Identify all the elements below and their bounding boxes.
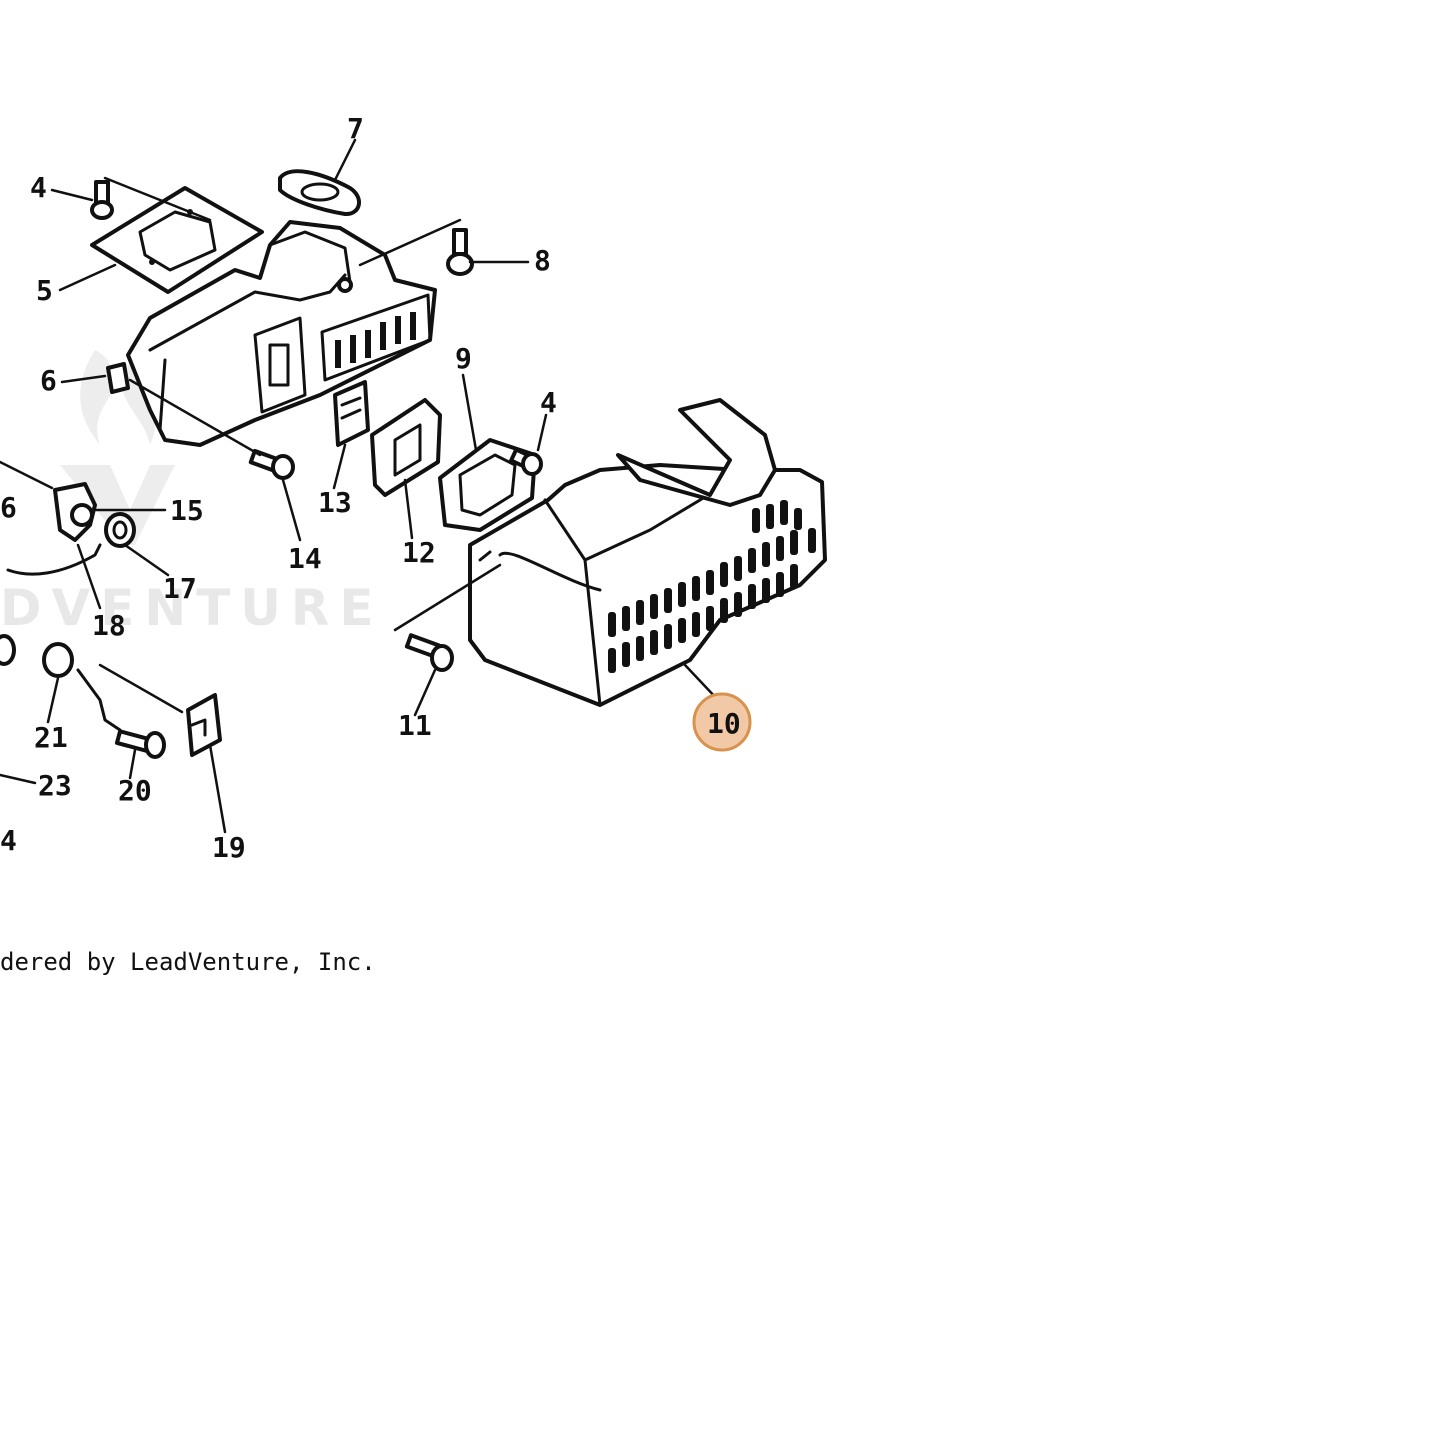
highlight-ring <box>692 692 752 752</box>
callout-17[interactable]: 17 <box>163 572 197 605</box>
callout-16-partial[interactable]: 6 <box>0 491 17 524</box>
callout-24-partial[interactable]: 4 <box>0 824 17 857</box>
callout-12[interactable]: 12 <box>402 536 436 569</box>
callout-9[interactable]: 9 <box>455 342 472 375</box>
callout-14[interactable]: 14 <box>288 542 322 575</box>
callout-5[interactable]: 5 <box>36 274 53 307</box>
callout-4[interactable]: 4 <box>30 171 47 204</box>
lv-logo-icon <box>60 465 175 545</box>
guard-vent-slots <box>608 500 816 673</box>
gasket-plate[interactable] <box>90 186 264 294</box>
callout-15[interactable]: 15 <box>170 494 204 527</box>
callout-10[interactable]: 10 <box>707 707 741 740</box>
callout-7[interactable]: 7 <box>347 112 364 145</box>
bolt-center[interactable] <box>509 447 543 476</box>
flange-gasket[interactable] <box>278 169 361 216</box>
square-gasket[interactable] <box>370 398 442 497</box>
callout-19[interactable]: 19 <box>212 831 246 864</box>
grommet-21[interactable] <box>42 642 74 678</box>
bolt-top-left[interactable] <box>90 180 114 220</box>
bracket-19[interactable] <box>186 693 222 757</box>
callout-20[interactable]: 20 <box>118 774 152 807</box>
callout-4-right[interactable]: 4 <box>540 386 557 419</box>
leader-lines <box>0 138 720 834</box>
bolt-lower-muffler[interactable] <box>248 448 295 480</box>
bolt-right[interactable] <box>446 228 474 276</box>
muffler-body[interactable] <box>106 220 437 447</box>
callout-8[interactable]: 8 <box>534 244 551 277</box>
callout-18[interactable]: 18 <box>92 609 126 642</box>
muffler-guard[interactable] <box>468 398 827 707</box>
callout-13[interactable]: 13 <box>318 486 352 519</box>
elbow-fitting[interactable] <box>53 482 97 542</box>
bolt-guard[interactable] <box>404 633 454 672</box>
callout-23[interactable]: 23 <box>38 769 72 802</box>
grommet-17[interactable] <box>104 512 136 548</box>
callout-11[interactable]: 11 <box>398 709 432 742</box>
watermark-text: DVENTURE <box>0 579 384 637</box>
grommet-left-edge[interactable] <box>0 634 16 666</box>
watermark: DVENTURE <box>0 350 384 637</box>
small-plate[interactable] <box>333 380 370 447</box>
bolt-20[interactable] <box>76 668 166 759</box>
callout-6[interactable]: 6 <box>40 364 57 397</box>
wire-18[interactable] <box>6 543 102 576</box>
callout-21[interactable]: 21 <box>34 721 68 754</box>
credit-text: dered by LeadVenture, Inc. <box>0 948 376 976</box>
